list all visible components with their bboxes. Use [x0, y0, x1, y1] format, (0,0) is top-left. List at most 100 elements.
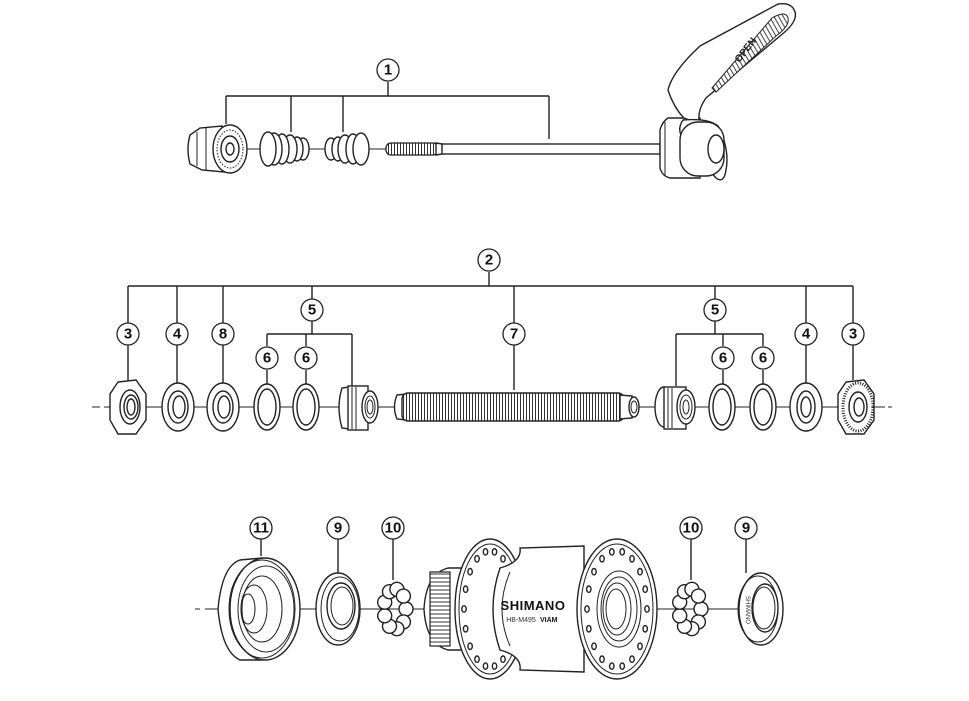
- ball-bearings-right[interactable]: [672, 581, 709, 637]
- bearing-seal-left[interactable]: [315, 572, 361, 646]
- callout-label: 6: [263, 350, 271, 367]
- spoke-hole: [644, 605, 650, 613]
- callout-6-left-b[interactable]: 6: [294, 346, 318, 370]
- callout-5-left[interactable]: 5: [300, 298, 324, 322]
- spoke-hole: [642, 585, 649, 594]
- callout-label: 2: [485, 252, 493, 269]
- callout-label: 4: [173, 326, 182, 343]
- callout-3-right[interactable]: 3: [841, 322, 865, 346]
- callout-8[interactable]: 8: [211, 322, 235, 346]
- callout-9-right[interactable]: 9: [734, 516, 758, 540]
- spoke-hole: [461, 605, 467, 613]
- hub-axle[interactable]: [393, 392, 640, 422]
- callout-label: 6: [759, 350, 767, 367]
- spoke-hole: [591, 567, 597, 576]
- spoke-hole: [637, 567, 643, 576]
- lock-nut-right[interactable]: [837, 379, 875, 435]
- spoke-hole: [491, 662, 498, 670]
- spoke-hole: [608, 662, 615, 670]
- quick-release-lever[interactable]: OPEN: [659, 2, 797, 181]
- ball-bearings-left[interactable]: [377, 581, 414, 637]
- spoke-hole: [629, 655, 635, 664]
- callout-label: 4: [802, 326, 811, 343]
- spoke-hole: [500, 655, 506, 664]
- seal-ring-right-b[interactable]: [749, 383, 777, 431]
- spoke-hole: [585, 624, 592, 633]
- dust-cap[interactable]: [217, 557, 301, 661]
- callout-9-left[interactable]: 9: [326, 516, 350, 540]
- lock-nut-left[interactable]: [109, 379, 147, 435]
- cone-right[interactable]: [654, 386, 696, 430]
- bearing-ball: [690, 588, 707, 604]
- callout-label: 5: [711, 302, 719, 319]
- quick-release-spring[interactable]: [324, 132, 370, 166]
- callout-label: 3: [124, 326, 132, 343]
- hub-shell[interactable]: SHIMANO HB-M495 VIAM: [423, 538, 658, 680]
- quick-release-nut[interactable]: [187, 124, 248, 174]
- spoke-hole: [500, 554, 506, 563]
- spoke-hole: [482, 662, 489, 670]
- callout-bracket-1: [225, 82, 550, 139]
- callout-label: 7: [510, 326, 518, 343]
- spoke-hole: [585, 585, 592, 594]
- callout-6-right-a[interactable]: 6: [711, 346, 735, 370]
- spoke-hole: [642, 624, 649, 633]
- hub-model: HB-M495: [506, 617, 536, 624]
- spoke-holes-right: [584, 548, 650, 670]
- quick-release-skewer[interactable]: [385, 142, 661, 156]
- spoke-hole: [467, 642, 473, 651]
- spoke-hole: [467, 567, 473, 576]
- callout-label: 11: [253, 520, 269, 537]
- bearing-ball: [377, 608, 393, 624]
- callout-label: 3: [849, 326, 857, 343]
- callout-2[interactable]: 2: [477, 248, 501, 272]
- callout-label: 10: [385, 520, 402, 537]
- hub-body-group: 11 9 10 10 9: [195, 516, 784, 680]
- callout-label: 10: [683, 520, 700, 537]
- callout-label: 6: [302, 350, 310, 367]
- callout-3-left[interactable]: 3: [116, 322, 140, 346]
- callout-4-right[interactable]: 4: [794, 322, 818, 346]
- spoke-hole: [637, 642, 643, 651]
- spoke-hole: [474, 655, 480, 664]
- callout-10-left[interactable]: 10: [381, 516, 405, 540]
- callout-bracket-2: [127, 272, 854, 390]
- spoke-hole: [599, 554, 605, 563]
- spoke-hole: [462, 624, 469, 633]
- callout-6-right-b[interactable]: 6: [751, 346, 775, 370]
- spoke-hole: [608, 548, 615, 556]
- callout-6-left-a[interactable]: 6: [255, 346, 279, 370]
- spoke-hole: [482, 548, 489, 556]
- washer-right[interactable]: [789, 382, 823, 432]
- spoke-hole: [474, 554, 480, 563]
- quick-release-spring[interactable]: [259, 131, 310, 167]
- seal-ring-left-b[interactable]: [292, 383, 320, 431]
- bearing-ball: [395, 588, 412, 604]
- seal-ring-left-a[interactable]: [253, 383, 281, 431]
- hub-model-suffix: VIAM: [540, 617, 558, 624]
- callout-5-right[interactable]: 5: [703, 298, 727, 322]
- callout-4-left[interactable]: 4: [165, 322, 189, 346]
- washer-left[interactable]: [161, 382, 195, 432]
- spacer-washer[interactable]: [206, 382, 240, 432]
- seal-brand: SHIMANO: [744, 596, 750, 624]
- cone-left[interactable]: [338, 385, 379, 431]
- callout-label: 8: [219, 326, 227, 343]
- bearing-ball: [672, 608, 688, 624]
- callout-10-right[interactable]: 10: [679, 516, 703, 540]
- quick-release-group: 1: [187, 2, 797, 181]
- callout-11[interactable]: 11: [249, 516, 273, 540]
- callout-label: 9: [742, 520, 750, 537]
- callout-7[interactable]: 7: [502, 322, 526, 346]
- callout-label: 6: [719, 350, 727, 367]
- spoke-hole: [462, 585, 469, 594]
- spoke-hole: [584, 605, 590, 613]
- spoke-hole: [619, 548, 626, 556]
- callout-1[interactable]: 1: [376, 58, 400, 82]
- axle-assembly-group: 2 3 4 8 5 6 6 7 5 6 6 4 3: [92, 248, 892, 435]
- bearing-seal-right[interactable]: SHIMANO: [737, 572, 784, 646]
- seal-ring-right-a[interactable]: [708, 383, 736, 431]
- spoke-hole: [629, 554, 635, 563]
- bearing-ball: [693, 601, 709, 617]
